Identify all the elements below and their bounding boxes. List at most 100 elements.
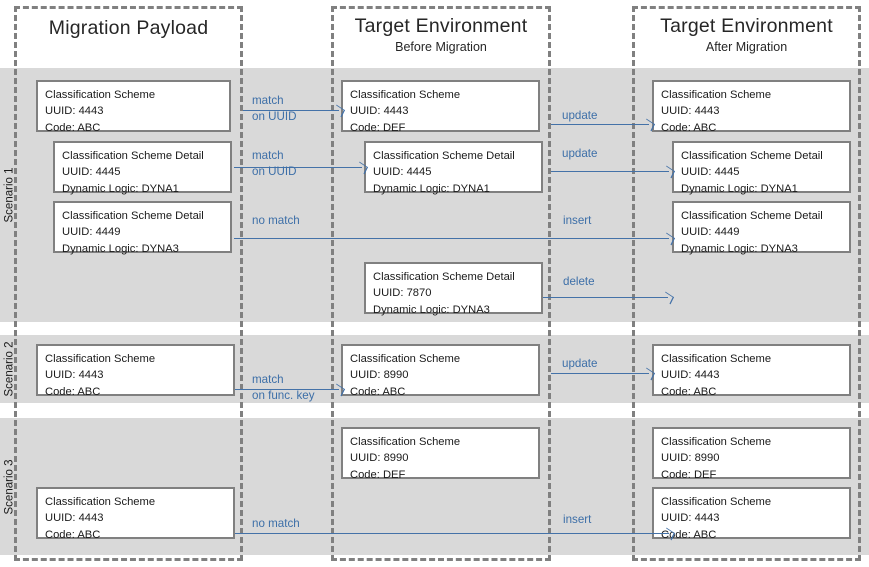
arrow-label-line-1: no match	[252, 214, 300, 227]
scenario-label-text: Scenario 3	[3, 459, 16, 514]
arrow-label: no match	[252, 516, 300, 531]
box-line-2: UUID: 4443	[350, 105, 409, 118]
box-line-2: UUID: 7870	[373, 287, 432, 300]
box-line-2: UUID: 4449	[62, 226, 121, 239]
column-title: Target Environment	[354, 15, 528, 37]
arrow-label-line-1: insert	[563, 513, 592, 526]
entity-box: Classification Scheme UUID: 4443 Code: A…	[36, 487, 235, 541]
arrow-line	[235, 533, 669, 534]
entity-box: Classification Scheme Detail UUID: 4449 …	[53, 201, 232, 255]
arrow-label: match on func. key	[252, 372, 315, 403]
arrow-line	[551, 124, 649, 125]
arrow-label: update	[562, 146, 597, 161]
arrow-label-line-1: update	[562, 109, 598, 122]
box-line-2: UUID: 4443	[45, 369, 104, 382]
box-line-3: Code: ABC	[661, 528, 717, 541]
box-line-2: UUID: 4445	[373, 166, 432, 179]
entity-box: Classification Scheme UUID: 4443 Code: A…	[652, 487, 851, 541]
entity-box: Classification Scheme UUID: 4443 Code: A…	[652, 344, 851, 398]
box-line-3: Code: ABC	[45, 385, 101, 398]
entity-box: Classification Scheme UUID: 8990 Code: A…	[341, 344, 540, 398]
entity-box: Classification Scheme UUID: 4443 Code: A…	[652, 80, 851, 134]
box-line-3: Dynamic Logic: DYNA3	[62, 242, 179, 255]
arrow-label-line-1: match	[252, 373, 284, 386]
column-header-target-after: Target Environment After Migration	[632, 14, 861, 55]
box-line-3: Code: ABC	[45, 121, 101, 134]
arrow-label-line-1: match	[252, 94, 284, 107]
entity-box: Classification Scheme Detail UUID: 4445 …	[53, 141, 232, 195]
arrow-line	[234, 167, 362, 168]
column-subtitle: Before Migration	[395, 40, 487, 54]
arrow-label-line-1: update	[562, 357, 598, 370]
box-line-2: UUID: 8990	[661, 452, 720, 465]
box-line-2: UUID: 4443	[45, 512, 104, 525]
box-line-3: Dynamic Logic: DYNA1	[681, 182, 798, 195]
box-line-1: Classification Scheme	[350, 353, 461, 365]
entity-box: Classification Scheme UUID: 4443 Code: A…	[36, 344, 235, 398]
box-line-2: UUID: 4445	[62, 166, 121, 179]
box-line-1: Classification Scheme	[661, 89, 772, 101]
box-line-1: Classification Scheme Detail	[62, 150, 204, 162]
entity-box: Classification Scheme Detail UUID: 4449 …	[672, 201, 851, 255]
entity-box: Classification Scheme UUID: 4443 Code: A…	[36, 80, 231, 134]
column-frame-target-before	[331, 6, 551, 561]
column-frame-migration-payload	[14, 6, 243, 561]
arrow-label: match on UUID	[252, 93, 296, 124]
box-line-3: Code: DEF	[350, 468, 406, 481]
box-line-3: Code: DEF	[661, 468, 717, 481]
arrow-line	[243, 110, 339, 111]
box-line-3: Dynamic Logic: DYNA3	[373, 303, 490, 316]
scenario-label-text: Scenario 2	[3, 341, 16, 397]
entity-box: Classification Scheme Detail UUID: 7870 …	[364, 262, 543, 316]
arrow-line	[551, 373, 649, 374]
column-frame-target-after	[632, 6, 861, 561]
arrow-label-line-1: no match	[252, 517, 300, 530]
arrow-label: insert	[563, 512, 591, 527]
arrow-label: delete	[563, 274, 595, 289]
column-subtitle: After Migration	[705, 40, 788, 54]
arrow-label-line-1: update	[562, 147, 598, 160]
box-line-1: Classification Scheme	[661, 436, 772, 448]
box-line-1: Classification Scheme Detail	[373, 271, 515, 283]
arrow-label-line-1: insert	[563, 214, 592, 227]
entity-box: Classification Scheme Detail UUID: 4445 …	[672, 141, 851, 195]
arrow-label: update	[562, 108, 597, 123]
scenario-label-1: Scenario 1	[0, 68, 18, 322]
box-line-2: UUID: 8990	[350, 369, 409, 382]
box-line-1: Classification Scheme Detail	[373, 150, 515, 162]
box-line-1: Classification Scheme	[45, 89, 156, 101]
arrow-label-line-2: on UUID	[252, 164, 297, 178]
arrow-label-line-1: delete	[563, 275, 595, 288]
box-line-1: Classification Scheme	[45, 496, 156, 508]
scenario-label-2: Scenario 2	[0, 335, 18, 403]
arrow-label-line-2: on func. key	[252, 388, 315, 402]
box-line-3: Dynamic Logic: DYNA1	[62, 182, 179, 195]
column-title: Target Environment	[660, 15, 833, 37]
arrow-line	[234, 238, 669, 239]
box-line-1: Classification Scheme	[661, 496, 772, 508]
box-line-2: UUID: 4443	[661, 512, 720, 525]
box-line-2: UUID: 8990	[350, 452, 409, 465]
box-line-3: Dynamic Logic: DYNA3	[681, 242, 798, 255]
arrow-label-line-2: on UUID	[252, 109, 297, 123]
arrow-line	[551, 171, 669, 172]
box-line-1: Classification Scheme Detail	[62, 210, 204, 222]
arrow-label: no match	[252, 213, 300, 228]
box-line-2: UUID: 4443	[45, 105, 104, 118]
arrow-label-line-1: match	[252, 149, 284, 162]
box-line-1: Classification Scheme	[350, 89, 461, 101]
scenario-label-3: Scenario 3	[0, 418, 18, 555]
box-line-3: Code: ABC	[661, 385, 717, 398]
column-header-migration-payload: Migration Payload	[14, 16, 243, 40]
box-line-3: Code: ABC	[45, 528, 101, 541]
box-line-2: UUID: 4445	[681, 166, 740, 179]
entity-box: Classification Scheme Detail UUID: 4445 …	[364, 141, 543, 195]
box-line-2: UUID: 4449	[681, 226, 740, 239]
arrow-label: match on UUID	[252, 148, 296, 179]
box-line-1: Classification Scheme	[661, 353, 772, 365]
arrow-line	[543, 297, 668, 298]
arrow-label: update	[562, 356, 597, 371]
arrow-line	[235, 389, 339, 390]
box-line-1: Classification Scheme Detail	[681, 150, 823, 162]
